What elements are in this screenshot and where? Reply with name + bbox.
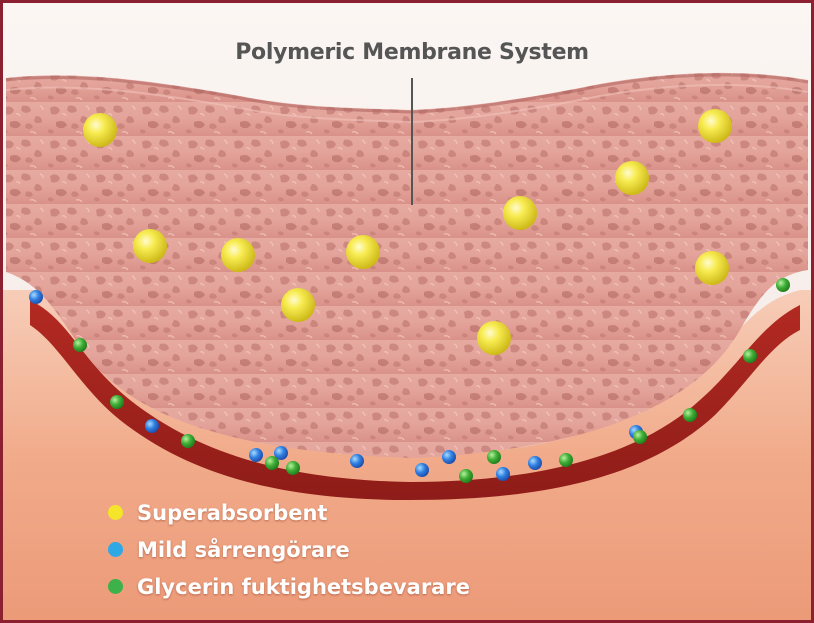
glycerin-particle xyxy=(633,430,647,444)
cleanser-particle xyxy=(415,463,429,477)
glycerin-particle xyxy=(743,349,757,363)
superabsorbent-particle xyxy=(221,238,255,272)
yellow-dot-icon xyxy=(108,505,123,520)
glycerin-particle xyxy=(683,408,697,422)
legend-item-glycerin: Glycerin fuktighetsbevarare xyxy=(108,568,470,605)
superabsorbent-particle xyxy=(477,321,511,355)
superabsorbent-particle xyxy=(698,109,732,143)
glycerin-particle xyxy=(286,461,300,475)
green-dot-icon xyxy=(108,579,123,594)
glycerin-particle xyxy=(265,456,279,470)
glycerin-particle xyxy=(487,450,501,464)
legend-label: Superabsorbent xyxy=(137,501,327,525)
glycerin-particle xyxy=(776,278,790,292)
superabsorbent-particle xyxy=(346,235,380,269)
superabsorbent-particle xyxy=(615,161,649,195)
legend-item-superabsorbent: Superabsorbent xyxy=(108,494,470,531)
cleanser-particle xyxy=(442,450,456,464)
superabsorbent-particle xyxy=(281,288,315,322)
superabsorbent-particle xyxy=(503,196,537,230)
superabsorbent-particle xyxy=(695,251,729,285)
glycerin-particle xyxy=(110,395,124,409)
legend-label: Glycerin fuktighetsbevarare xyxy=(137,575,470,599)
glycerin-particle xyxy=(73,338,87,352)
cleanser-particle xyxy=(496,467,510,481)
legend-label: Mild sårrengörare xyxy=(137,538,350,562)
cleanser-particle xyxy=(249,448,263,462)
cleanser-particle xyxy=(350,454,364,468)
legend-item-cleanser: Mild sårrengörare xyxy=(108,531,470,568)
glycerin-particle xyxy=(559,453,573,467)
glycerin-particle xyxy=(181,434,195,448)
superabsorbent-particle xyxy=(83,113,117,147)
cleanser-particle xyxy=(528,456,542,470)
superabsorbent-particle xyxy=(133,229,167,263)
cleanser-particle xyxy=(145,419,159,433)
cleanser-particle xyxy=(29,290,43,304)
legend: Superabsorbent Mild sårrengörare Glyceri… xyxy=(108,494,470,605)
diagram-title: Polymeric Membrane System xyxy=(222,40,602,65)
glycerin-particle xyxy=(459,469,473,483)
blue-dot-icon xyxy=(108,542,123,557)
